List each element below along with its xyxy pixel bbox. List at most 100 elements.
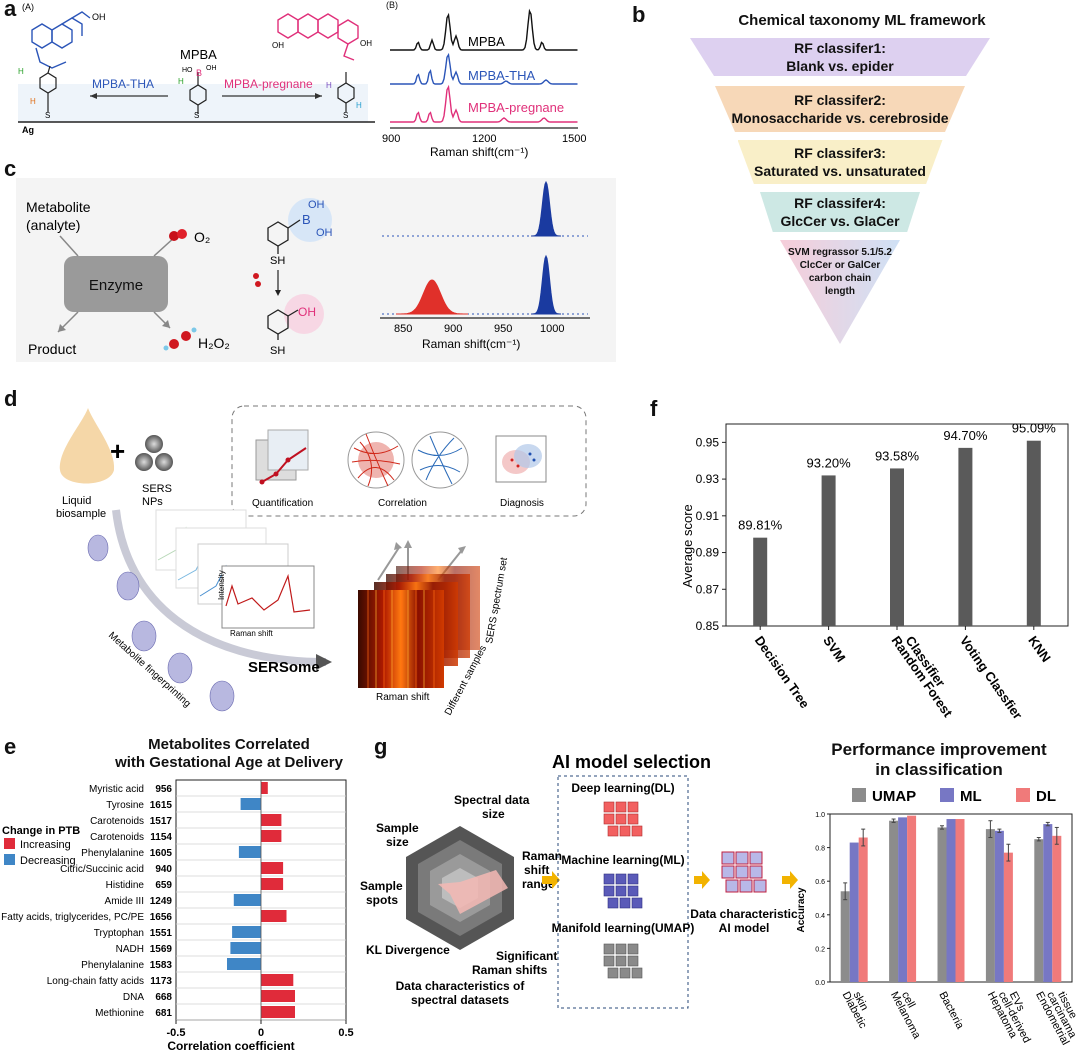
spectrum-mpba [390, 8, 578, 51]
mpba-molecule [189, 72, 207, 114]
g-legend-swatch [852, 788, 866, 802]
taxonomy-title: Chemical taxonomy ML framework [738, 12, 986, 29]
o2-label: O₂ [194, 229, 210, 245]
g-title-line-1: Performance improvement [831, 740, 1047, 759]
f-y-tick-label: 0.95 [696, 435, 720, 449]
panel-label-b: b [632, 2, 646, 27]
g-legend-swatch [940, 788, 954, 802]
phenol-molecule [267, 309, 299, 340]
mpba-pregnane-label: MPBA-pregnane [224, 77, 313, 91]
radar-label-significant-2: Raman shifts [472, 963, 548, 977]
g-y-tick-label: 0.4 [815, 913, 825, 920]
fingerprint-icons [87, 534, 235, 712]
spectra-tick: 1500 [562, 133, 586, 145]
radar-chart [406, 826, 514, 950]
funnel-stage-line: Saturated vs. unsaturated [754, 163, 926, 179]
spectra-xlabel: Raman shift(cm⁻¹) [430, 145, 528, 159]
f-category-label: Decision Tree [752, 633, 813, 711]
funnel-stage-line: RF classifer2: [794, 92, 886, 108]
heatmap-lines [367, 590, 435, 688]
f-data-label: 93.58% [875, 448, 920, 463]
e-peak-label: 681 [155, 1008, 172, 1019]
oh-label-1: OH [308, 199, 325, 211]
ag-surface [18, 84, 368, 122]
arrow-to-selection [542, 871, 560, 889]
o2-molecule-icon [169, 231, 179, 241]
stacked-spectra [155, 509, 315, 629]
g-y-tick-label: 0.2 [815, 946, 825, 953]
funnel-stage-text: RF classifer2: Monosaccharide vs. cerebro… [731, 91, 948, 127]
funnel-stage-text: RF classifer3: Saturated vs. unsaturated [754, 144, 926, 180]
e-x-tick-label: -0.5 [167, 1027, 186, 1039]
ai-model-label-2: AI model [719, 921, 770, 935]
panel-d-figure: Liquid biosample + SERS NPs Quantificati… [56, 405, 587, 717]
g-bar [946, 819, 956, 982]
g-bar [907, 815, 917, 982]
funnel-stage-line: RF classifer3: [794, 145, 886, 161]
svg-text:OH: OH [206, 65, 217, 72]
svg-text:OH: OH [360, 39, 372, 48]
e-category-label: Fatty acids, triglycerides, PC/PE [1, 912, 144, 923]
boron-label: B [302, 212, 311, 227]
funnel-stage-1: RF classifer1:Blank vs. epider [690, 38, 990, 76]
e-peak-label: 1249 [150, 896, 173, 907]
e-category-label: Amide III [105, 896, 144, 907]
boronic-glow [288, 198, 332, 242]
funnel-stage-line: Monosaccharide vs. cerebroside [731, 110, 949, 126]
e-title-line-2: with Gestational Age at Delivery [115, 754, 343, 771]
svg-text:H: H [326, 81, 332, 90]
radar-label-spots-1: Sample [360, 879, 403, 893]
f-bar [890, 468, 904, 626]
f-bar [753, 537, 768, 626]
radar-label-spectral-1: Spectral data [454, 793, 530, 807]
e-legend-increasing-swatch [4, 838, 15, 849]
mpba-tha-label: MPBA-THA [92, 77, 154, 91]
e-bar [261, 782, 268, 794]
metabolite-label-1: Metabolite [26, 199, 91, 215]
svg-text:H: H [30, 97, 36, 106]
svg-text:H: H [18, 67, 24, 76]
dl-cubes-icon [603, 801, 643, 837]
e-legend-title: Change in PTB [2, 825, 80, 837]
h2o2-small-icon [253, 273, 261, 287]
funnel-stage-line: SVM regrassor 5.1/5.2 [788, 247, 892, 258]
panel-e-chart: Change in PTB Increasing Decreasing 956M… [1, 779, 354, 1053]
f-data-label: 94.70% [943, 428, 988, 443]
e-bar [261, 814, 282, 826]
quantification-icon [255, 429, 309, 485]
umap-cubes-icon [603, 943, 643, 979]
spectrum-mpba-pregnane [390, 84, 578, 123]
e-peak-label: 1517 [150, 816, 173, 827]
f-data-label: 93.20% [807, 455, 852, 470]
sh-label-2: SH [270, 345, 285, 357]
f-bar [821, 475, 836, 626]
mpba-pregnane-molecule [277, 13, 359, 61]
plus-sign: + [110, 436, 125, 466]
e-bar [261, 862, 284, 874]
mpba-tha-molecule [31, 11, 91, 69]
intensity-label: Intensity [217, 570, 226, 600]
phenol-oh-label: OH [298, 305, 316, 319]
panel-label-c: c [4, 156, 17, 181]
svg-text:HO: HO [182, 67, 193, 74]
ml-cubes-icon [603, 873, 643, 909]
liquid-label-2: biosample [56, 508, 106, 520]
g-y-tick-label: 0.8 [815, 846, 825, 853]
g-y-tick-label: 0.6 [815, 879, 825, 886]
ai-model-cubes-icon [721, 851, 767, 893]
ml-label: Machine learning(ML) [561, 853, 684, 867]
e-bar [261, 910, 287, 922]
e-x-tick-label: 0 [258, 1027, 264, 1039]
panel-label-d: d [4, 386, 18, 411]
panel-label-g: g [374, 734, 388, 759]
e-bar [238, 846, 261, 858]
sers-nps-icon [135, 435, 173, 471]
radar-label-kl: KL Divergence [366, 943, 450, 957]
c-spectra-xlabel: Raman shift(cm⁻¹) [422, 337, 520, 351]
sersome-label: SERSome [248, 659, 320, 676]
quantification-label: Quantification [252, 498, 313, 509]
f-y-axis-label: Average score [680, 504, 695, 588]
svg-text:S: S [343, 111, 348, 120]
funnel-stage-line: RF classifer4: [794, 195, 886, 211]
g-legend-swatch [1016, 788, 1030, 802]
